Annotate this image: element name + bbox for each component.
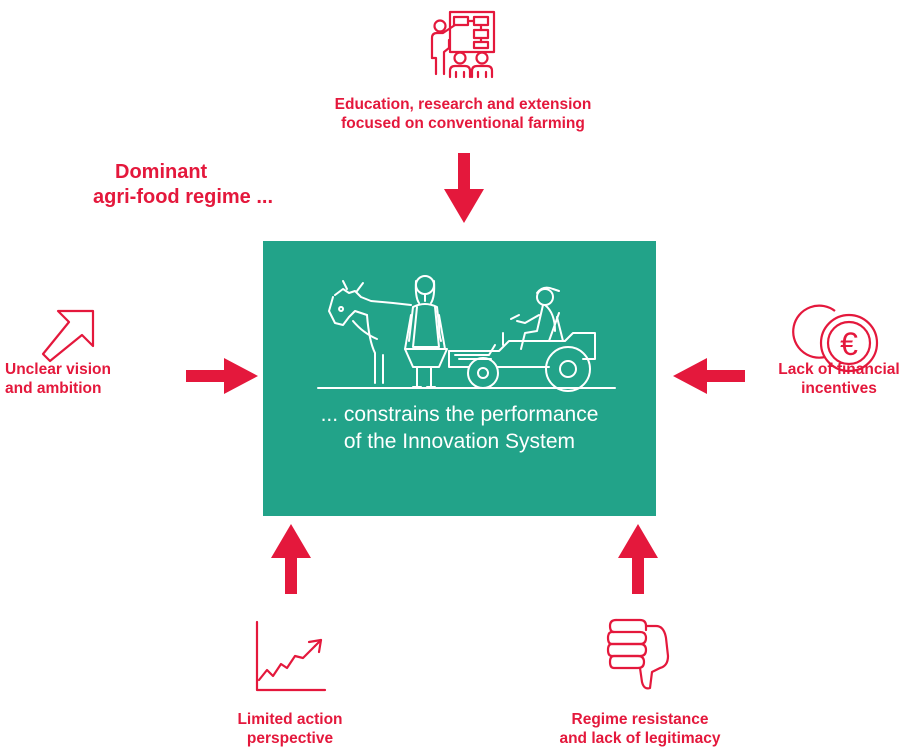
farm-illustration (317, 275, 616, 392)
woman-illustration (404, 275, 448, 388)
regime-label-line2: agri-food regime ... (93, 186, 274, 208)
regime-label-line1: Dominant (115, 161, 208, 183)
central-box: ... constrains the performance of the In… (263, 241, 656, 516)
factor-top-line2: focused on conventional farming (341, 115, 585, 133)
factor-bottom-left-line1: Limited action (237, 711, 343, 728)
factor-right-line1: Lack of financial (778, 361, 900, 378)
svg-text:€: € (840, 326, 858, 362)
teacher-presentation-icon (430, 10, 496, 79)
arrow-left-right (673, 358, 745, 394)
arrow-up-right-icon (41, 309, 95, 363)
euro-coins-icon: € (792, 304, 879, 373)
factor-bottom-right-line2: and lack of legitimacy (559, 730, 721, 748)
cow-illustration (328, 280, 412, 384)
factor-bottom-left-label: Limited action perspective (200, 710, 380, 749)
factor-right-label: Lack of financial incentives (760, 360, 918, 399)
arrow-up-bottom-right (618, 524, 658, 594)
factor-bottom-left-line2: perspective (246, 730, 334, 748)
factor-left-label: Unclear vision and ambition (5, 360, 140, 399)
factor-left-line2: and ambition (5, 380, 102, 398)
factor-top-line1: Education, research and extension (334, 96, 592, 113)
factor-top-label: Education, research and extension focuse… (295, 95, 631, 134)
tractor-illustration (448, 286, 596, 392)
central-caption: ... constrains the performance of the In… (263, 401, 656, 456)
regime-label: Dominant agri-food regime ... (93, 160, 273, 210)
arrow-down-top (444, 153, 484, 223)
central-caption-line1: ... constrains the performance (320, 403, 599, 426)
central-caption-line2: of the Innovation System (343, 430, 576, 454)
rising-chart-icon (255, 620, 327, 692)
thumbs-down-icon (606, 618, 670, 690)
factor-left-line1: Unclear vision (5, 361, 111, 378)
arrow-up-bottom-left (271, 524, 311, 594)
factor-right-line2: incentives (801, 380, 877, 398)
factor-bottom-right-label: Regime resistance and lack of legitimacy (520, 710, 760, 749)
arrow-right-left (186, 358, 258, 394)
factor-bottom-right-line1: Regime resistance (571, 711, 709, 728)
